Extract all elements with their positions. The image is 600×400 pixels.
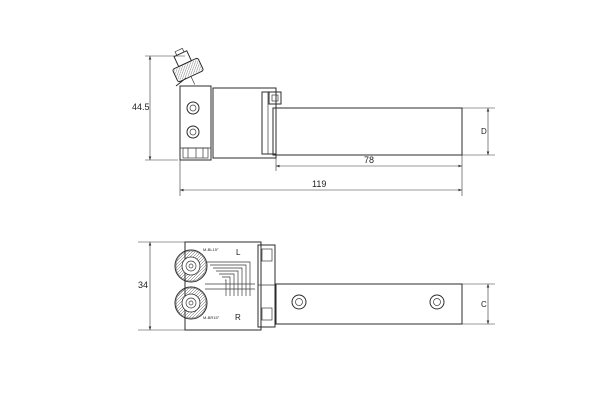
top-body xyxy=(184,241,262,331)
dim-d-label: D xyxy=(481,127,487,136)
side-bolt-lower xyxy=(186,125,200,139)
knurl-wheel-bottom xyxy=(174,286,208,320)
top-bolt-right xyxy=(429,294,445,310)
dim-34-label: 34 xyxy=(138,280,148,290)
knurl-marking-bottom: M-BR15° xyxy=(203,315,220,320)
dim-c-label: C xyxy=(481,300,487,309)
dim-78-label: 78 xyxy=(364,155,374,165)
side-knurl-wheel xyxy=(172,47,204,85)
side-screw-top xyxy=(268,91,282,105)
side-view: 44.5 D 78 119 xyxy=(132,47,495,196)
knurl-wheel-top xyxy=(174,249,208,283)
top-bolt-left xyxy=(291,294,307,310)
top-view: L R M-BL15° M-BR15° 34 C xyxy=(138,241,495,331)
dim-44-5-label: 44.5 xyxy=(132,102,150,112)
knurl-label-left: L xyxy=(236,248,241,257)
knurl-marking-top: M-BL15° xyxy=(203,247,219,252)
side-head xyxy=(179,85,212,161)
side-body xyxy=(212,87,277,159)
side-shank xyxy=(272,107,463,156)
angle-scale xyxy=(205,261,255,296)
dim-119-label: 119 xyxy=(312,179,326,189)
knurl-label-right: R xyxy=(235,313,241,322)
top-shank xyxy=(275,283,463,325)
side-bolt-upper xyxy=(186,101,200,115)
